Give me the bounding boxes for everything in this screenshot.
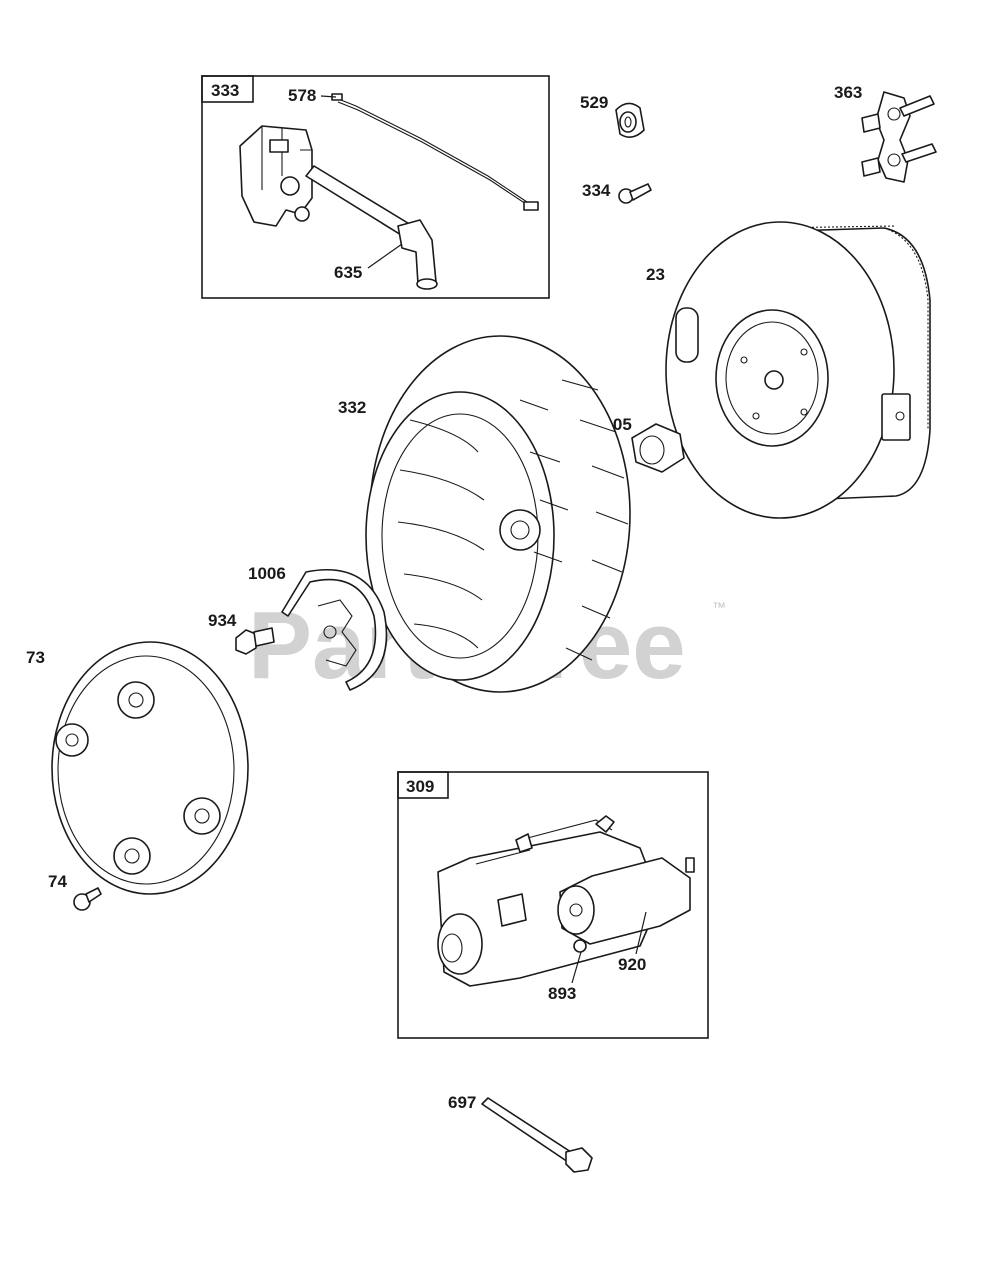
callout-920[interactable]: 920 — [618, 955, 646, 974]
cooling-fan-part[interactable] — [365, 335, 631, 693]
callout-1005[interactable]: 332 — [338, 398, 366, 417]
starter-solenoid-part[interactable] — [557, 857, 695, 945]
callout-74[interactable]: 74 — [48, 872, 67, 891]
group-label-309[interactable]: 309 — [406, 777, 434, 796]
flywheel-cover-part[interactable] — [51, 641, 249, 895]
long-bolt-part[interactable] — [481, 1097, 593, 1173]
group-box-333[interactable] — [201, 75, 550, 299]
callout-578[interactable]: 578 — [288, 86, 316, 105]
leader-635 — [367, 243, 403, 269]
fan-retainer-part[interactable] — [281, 568, 388, 691]
leader-578 — [320, 95, 337, 98]
leader-893 — [571, 951, 582, 984]
callout-635[interactable]: 635 — [334, 263, 362, 282]
callout-23[interactable]: 23 — [646, 265, 665, 284]
callout-529[interactable]: 529 — [580, 93, 608, 112]
callout-73[interactable]: 73 — [26, 648, 45, 667]
spark-plug-boot-part[interactable] — [397, 219, 438, 290]
watermark-trademark: ™ — [712, 599, 726, 615]
mounting-bracket-part[interactable] — [861, 91, 937, 183]
callout-697[interactable]: 697 — [448, 1093, 476, 1112]
ignition-coil-part[interactable] — [239, 125, 417, 239]
group-box-333-tag — [201, 75, 254, 103]
flange-nut-part[interactable] — [631, 423, 685, 473]
grommet-part[interactable] — [615, 102, 645, 138]
solenoid-nut-part[interactable] — [573, 939, 587, 953]
cover-screw-part[interactable] — [73, 887, 102, 911]
ground-wire-part[interactable] — [331, 93, 539, 211]
hex-bolt-part[interactable] — [235, 627, 275, 655]
group-box-309[interactable] — [397, 771, 709, 1039]
callout-1006[interactable]: 1006 — [248, 564, 286, 583]
screw-part[interactable] — [618, 183, 652, 204]
leader-920 — [635, 911, 647, 955]
group-box-309-tag — [397, 771, 449, 799]
callout-334[interactable]: 334 — [582, 181, 611, 200]
flywheel-ring-gear-part[interactable] — [665, 221, 931, 519]
callout-934[interactable]: 934 — [208, 611, 237, 630]
callout-893[interactable]: 893 — [548, 984, 576, 1003]
callout-363[interactable]: 363 — [834, 83, 862, 102]
group-label-333[interactable]: 333 — [211, 81, 239, 100]
starter-motor-part[interactable] — [437, 815, 661, 987]
